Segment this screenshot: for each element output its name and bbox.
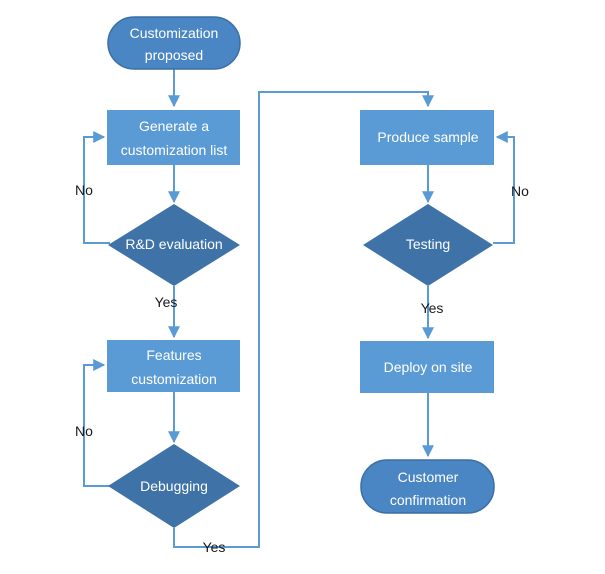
node-produce-sample: Produce sample (360, 110, 494, 165)
edge-label-testing-yes: Yes (421, 300, 444, 316)
process-shape (360, 341, 494, 393)
node-deploy-on-site: Deploy on site (360, 341, 494, 393)
decision-shape (108, 444, 240, 528)
node-label: customization list (121, 142, 228, 158)
node-label: Customer (398, 469, 459, 485)
edge-label-debug-yes: Yes (203, 539, 226, 555)
node-label: Produce sample (377, 129, 478, 145)
edge-label-testing-no: No (511, 183, 529, 199)
node-start: Customization proposed (107, 16, 241, 70)
edge-debug-yes-to-produce (173, 91, 434, 548)
process-shape (107, 340, 240, 392)
node-label: R&D evaluation (125, 236, 222, 252)
node-label: customization (131, 371, 217, 387)
edge-rd-no-loop (83, 131, 110, 244)
edge-label-rd-yes: Yes (155, 294, 178, 310)
edge-label-debug-no: No (75, 423, 93, 439)
terminal-shape (360, 459, 495, 514)
node-rd-evaluation: R&D evaluation (108, 204, 240, 286)
edge-label-rd-no: No (75, 182, 93, 198)
node-customer-confirmation: Customer confirmation (360, 459, 495, 514)
node-debugging: Debugging (108, 444, 240, 528)
edge-debug-no-loop (83, 359, 110, 487)
node-label: Deploy on site (384, 359, 473, 375)
node-label: Customization (130, 25, 219, 41)
decision-shape (108, 204, 240, 286)
node-label: Features (146, 347, 201, 363)
process-shape (107, 110, 240, 165)
edge-labels: No Yes No Yes No Yes (75, 182, 529, 555)
node-label: confirmation (390, 492, 466, 508)
node-label: proposed (145, 47, 203, 63)
node-features-customization: Features customization (107, 340, 240, 392)
edge-testing-no-loop (493, 131, 515, 244)
node-label: Testing (406, 236, 450, 252)
terminal-shape (107, 16, 241, 70)
node-testing: Testing (363, 204, 493, 286)
node-label: Debugging (140, 478, 208, 494)
process-shape (360, 110, 494, 165)
connectors (83, 69, 515, 548)
node-generate-list: Generate a customization list (107, 110, 240, 165)
decision-shape (363, 204, 493, 286)
node-label: Generate a (139, 118, 209, 134)
